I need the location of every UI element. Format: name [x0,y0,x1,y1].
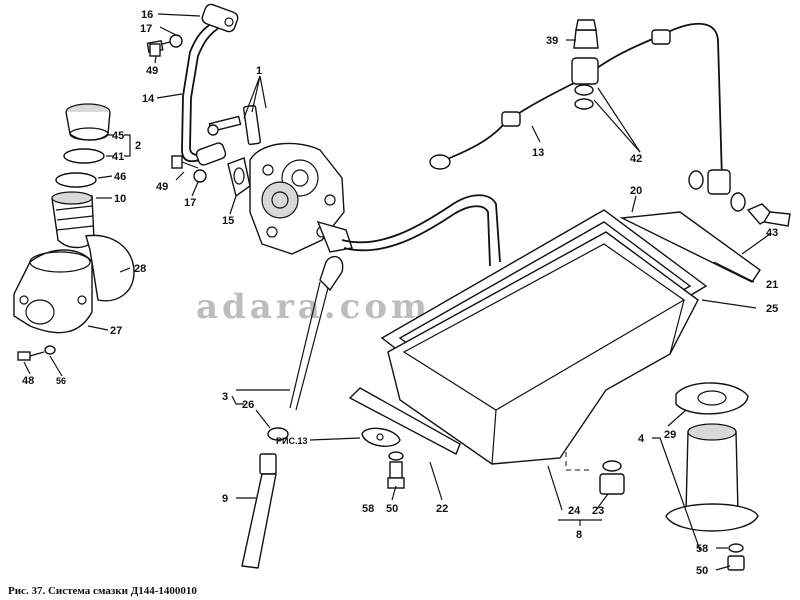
label-45: 45 [112,130,124,142]
gasket-28 [85,234,135,302]
callout-labels: 16 17 49 14 1 45 41 2 46 10 49 17 15 28 … [22,9,778,577]
label-25: 25 [766,303,778,315]
ring-46 [55,172,97,188]
label-8: 8 [576,529,582,541]
bolt-49-mid [171,155,207,183]
label-56: 56 [56,376,66,386]
bolt-49-top [149,43,161,57]
label-14: 14 [142,93,155,105]
bolt-43 [746,203,791,227]
filter-gasket-29 [675,382,749,415]
label-13: 13 [532,147,544,159]
label-39: 39 [546,35,558,47]
washer-56 [44,345,56,355]
filler-neck-10 [51,191,95,249]
dipstick-3 [289,255,344,411]
bolt-58-50-right [727,543,745,571]
label-50-right: 50 [696,565,708,577]
bolt-48 [17,351,45,361]
leader-lines [23,13,771,571]
oil-pump [249,142,353,255]
label-4: 4 [638,433,645,445]
label-26: 26 [242,399,254,411]
label-10: 10 [114,193,126,205]
oil-filter-4 [665,423,759,532]
label-17-top: 17 [140,23,152,35]
label-17-mid: 17 [184,197,196,209]
filler-cap-45 [65,103,111,141]
label-24: 24 [568,505,581,517]
label-27: 27 [110,325,122,337]
label-58-right: 58 [696,543,708,555]
label-48: 48 [22,375,34,387]
oil-sump-8 [387,231,699,465]
pump-pickup-pipe [341,194,501,263]
cover-ris13 [361,427,401,447]
oil-line-13 [429,22,723,181]
figure-caption: Рис. 37. Система смазки Д144-1400010 [8,585,197,597]
label-ris13: РИС.13 [276,436,307,446]
label-2: 2 [135,140,141,152]
dipstick-tube-9 [241,453,277,569]
banjo-fitting-42 [571,57,746,212]
label-1: 1 [256,65,262,77]
label-43: 43 [766,227,778,239]
pump-gasket-15 [227,157,251,198]
label-20: 20 [630,185,642,197]
oil-pipe-14 [181,3,239,166]
pump-studs-1 [207,104,262,146]
label-46: 46 [114,171,126,183]
label-29: 29 [664,429,676,441]
label-58-left: 58 [362,503,374,515]
label-23: 23 [592,505,604,517]
label-9: 9 [222,493,228,505]
drain-plug-23 [599,460,625,495]
label-42: 42 [630,153,642,165]
washer-26 [267,427,289,441]
label-3: 3 [222,391,228,403]
cap-39 [573,19,599,49]
gasket-21 [619,211,761,283]
label-49-mid: 49 [156,181,168,193]
label-21: 21 [766,279,778,291]
label-50-left: 50 [386,503,398,515]
label-22: 22 [436,503,448,515]
label-15: 15 [222,215,234,227]
label-49-top: 49 [146,65,158,77]
filler-body-27 [13,249,93,334]
label-28: 28 [134,263,146,275]
sump-flange-22 [348,387,461,455]
seal-ring-41 [63,148,105,164]
label-41: 41 [112,151,124,163]
bolt-58-50-left [387,451,405,489]
label-16: 16 [141,9,153,21]
